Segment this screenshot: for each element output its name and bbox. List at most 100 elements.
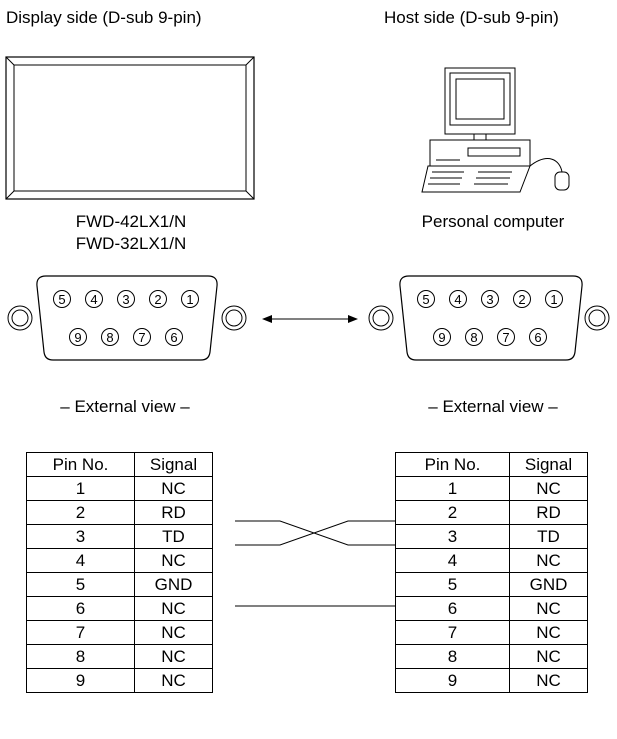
- pin-number: 7: [138, 330, 145, 345]
- pin-cell: 6: [26, 596, 135, 621]
- display-model-line2: FWD-32LX1/N: [75, 234, 187, 253]
- pin-circle: [529, 328, 547, 346]
- signal-cell: NC: [134, 596, 213, 621]
- column-header-pin: Pin No.: [26, 452, 135, 477]
- pin-circle: [53, 290, 71, 308]
- pin-cell: 1: [26, 476, 135, 501]
- display-monitor-icon: [5, 56, 255, 200]
- host-side-heading: Host side (D-sub 9-pin): [384, 8, 559, 27]
- pin-circle: [465, 328, 483, 346]
- pin-number: 1: [550, 292, 557, 307]
- pin-cell: 4: [26, 548, 135, 573]
- signal-cell: NC: [134, 644, 213, 669]
- signal-cell: TD: [509, 524, 588, 549]
- pin-circle: [133, 328, 151, 346]
- host-device-label: Personal computer: [421, 212, 565, 231]
- pin-cell: 4: [395, 548, 510, 573]
- signal-cell: NC: [134, 620, 213, 645]
- pin-cell: 6: [395, 596, 510, 621]
- wire-rd-to-td: [235, 520, 395, 546]
- pin-number: 8: [106, 330, 113, 345]
- signal-cell: NC: [134, 668, 213, 693]
- display-external-view-label: – External view –: [60, 397, 190, 416]
- signal-cell: NC: [509, 596, 588, 621]
- pin-cell: 1: [395, 476, 510, 501]
- host-external-view-label: – External view –: [428, 397, 558, 416]
- pin-circle: [85, 290, 103, 308]
- pin-circle: [101, 328, 119, 346]
- column-header-signal: Signal: [509, 452, 588, 477]
- pin-cell: 2: [395, 500, 510, 525]
- pin-number: 7: [502, 330, 509, 345]
- pin-number: 3: [486, 292, 493, 307]
- pin-cell: 9: [26, 668, 135, 693]
- signal-cell: NC: [509, 620, 588, 645]
- connector-pins: 5 4 3 2 1 9 8 7 6 5 4 3 2 1 9 8 7 6: [53, 290, 563, 346]
- pin-cell: 7: [395, 620, 510, 645]
- signal-cell: NC: [509, 548, 588, 573]
- pin-circle: [165, 328, 183, 346]
- column-header-pin: Pin No.: [395, 452, 510, 477]
- pin-cell: 5: [26, 572, 135, 597]
- signal-cell: NC: [134, 548, 213, 573]
- signal-cell: NC: [509, 476, 588, 501]
- display-dsub-connector: [7, 275, 247, 361]
- pin-cell: 7: [26, 620, 135, 645]
- display-model-line1: FWD-42LX1/N: [75, 212, 187, 231]
- pin-number: 6: [170, 330, 177, 345]
- signal-cell: RD: [509, 500, 588, 525]
- pin-number: 5: [58, 292, 65, 307]
- pin-number: 8: [470, 330, 477, 345]
- signal-cell: NC: [509, 644, 588, 669]
- table-header-row: Pin No. Signal: [26, 452, 213, 477]
- table-header-row: Pin No. Signal: [395, 452, 588, 477]
- column-header-signal: Signal: [134, 452, 213, 477]
- connection-illustration: 5 4 3 2 1 9 8 7 6 5 4 3 2 1 9 8 7 6: [5, 56, 610, 361]
- pin-circle: [433, 328, 451, 346]
- pin-cell: 5: [395, 572, 510, 597]
- pin-circle: [69, 328, 87, 346]
- pin-cell: 3: [395, 524, 510, 549]
- connection-double-arrow: [262, 315, 358, 323]
- pin-number: 2: [518, 292, 525, 307]
- pin-circle: [449, 290, 467, 308]
- signal-cell: NC: [509, 668, 588, 693]
- signal-cell: NC: [134, 476, 213, 501]
- pin-number: 3: [122, 292, 129, 307]
- host-dsub-connector: [368, 275, 610, 361]
- personal-computer-icon: [421, 67, 570, 193]
- pin-circle: [481, 290, 499, 308]
- signal-cell: TD: [134, 524, 213, 549]
- pin-circle: [149, 290, 167, 308]
- signal-cell: GND: [134, 572, 213, 597]
- pin-number: 2: [154, 292, 161, 307]
- signal-cell: GND: [509, 572, 588, 597]
- pin-circle: [497, 328, 515, 346]
- pin-cell: 8: [26, 644, 135, 669]
- pin-circle: [117, 290, 135, 308]
- pin-number: 6: [534, 330, 541, 345]
- pin-number: 4: [90, 292, 97, 307]
- pin-number: 4: [454, 292, 461, 307]
- display-side-heading: Display side (D-sub 9-pin): [6, 8, 202, 27]
- pin-cell: 8: [395, 644, 510, 669]
- pin-number: 5: [422, 292, 429, 307]
- pin-number: 9: [74, 330, 81, 345]
